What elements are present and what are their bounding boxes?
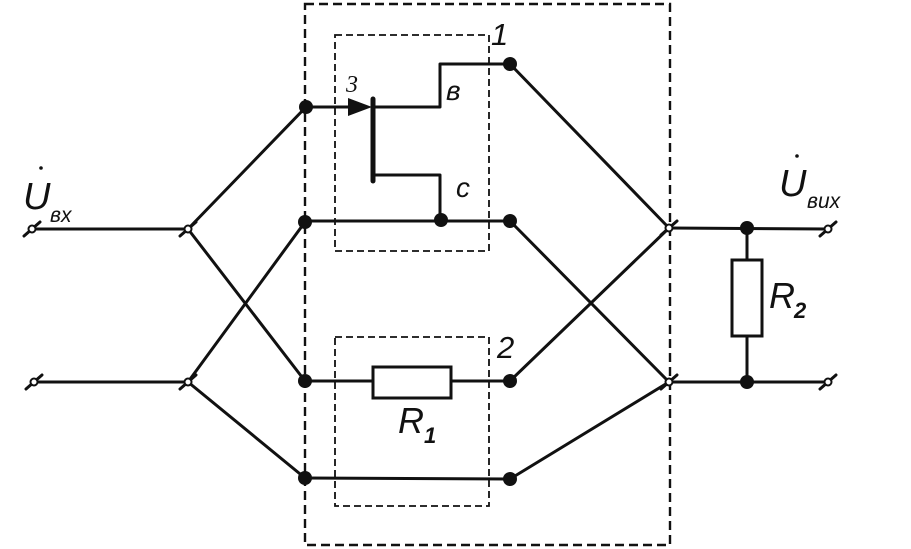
junction-dot <box>503 214 517 228</box>
svg-text:R: R <box>769 275 795 316</box>
in-bottom-to-n4 <box>186 380 307 480</box>
junction-dot <box>298 374 312 388</box>
n6-to-out-bottom <box>508 219 671 384</box>
u-in-label: U вх <box>23 166 73 227</box>
b-lead <box>371 62 512 109</box>
block2-bottom-wire <box>303 476 512 481</box>
svg-text:U: U <box>23 176 51 218</box>
junction-dot <box>740 375 754 389</box>
junction-dot <box>740 221 754 235</box>
c-lead <box>371 173 442 222</box>
svg-text:вих: вих <box>807 190 842 213</box>
block2-label: 2 <box>496 330 514 365</box>
in-top-to-n3 <box>186 227 307 383</box>
junction-dot <box>503 374 517 388</box>
r1-label: R 1 <box>398 400 436 448</box>
junction-dot <box>434 213 448 227</box>
node-in-top <box>178 220 198 238</box>
block1-dashed-frame <box>334 34 490 252</box>
emitter-arrow <box>348 98 372 116</box>
in-top-to-n1 <box>186 105 308 231</box>
in-bottom-to-n2 <box>186 220 307 384</box>
terminal-in-bottom <box>24 373 44 391</box>
resistor-r2 <box>730 258 764 338</box>
terminal-out-bottom <box>818 373 838 391</box>
n5-to-out-top <box>508 62 671 230</box>
junction-dot <box>503 57 517 71</box>
junction-dot <box>298 215 312 229</box>
pin-c-label: с <box>456 172 470 203</box>
junction-dot <box>503 472 517 486</box>
svg-text:R: R <box>398 400 424 441</box>
junction-dot <box>298 471 312 485</box>
n7-to-out-top <box>508 226 671 383</box>
node-out-top <box>659 219 679 237</box>
pin-b-label: в <box>446 75 461 106</box>
junction-dot <box>299 100 313 114</box>
r2-label: R 2 <box>769 275 807 323</box>
n8-to-out-bottom <box>508 380 671 481</box>
outer-dashed-frame <box>303 2 672 547</box>
svg-text:вх: вх <box>50 204 73 227</box>
node-in-bottom <box>178 373 198 391</box>
block2-dashed-frame <box>334 336 490 507</box>
resistor-r1 <box>371 365 453 400</box>
terminal-in-top <box>22 220 42 238</box>
node-out-bottom <box>659 373 679 391</box>
terminal-out-top <box>818 220 838 238</box>
svg-text:U: U <box>779 163 807 205</box>
pin3-label: 3 <box>345 72 358 98</box>
svg-text:2: 2 <box>793 298 807 323</box>
block1-label: 1 <box>491 17 508 52</box>
u-out-label: U вих <box>779 154 842 213</box>
svg-text:1: 1 <box>424 423 436 448</box>
